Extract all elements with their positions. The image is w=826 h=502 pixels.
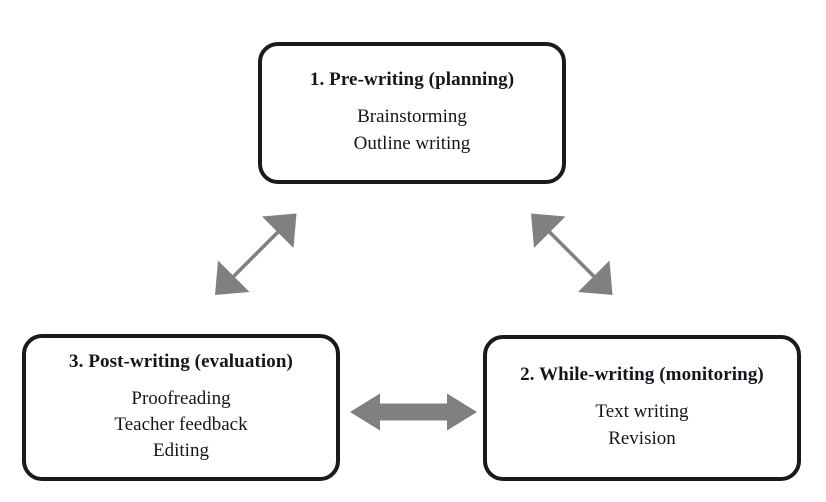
node-detail-item: Proofreading [131,387,231,409]
node-detail-item: Outline writing [353,132,471,154]
double-arrow-horizontal [350,393,477,431]
node-while-writing[interactable]: 2. While-writing (monitoring) Text writi… [483,335,801,481]
node-detail-list: Text writing Revision [595,399,688,451]
node-detail-item: Revision [608,427,676,449]
node-detail-item: Brainstorming [357,106,467,128]
node-title: 1. Pre-writing (planning) [309,69,515,91]
node-detail-item: Teacher feedback [114,413,248,435]
double-arrow-diagonal-left [215,213,297,295]
node-title: 3. Post-writing (evaluation) [69,350,293,372]
node-detail-list: Brainstorming Outline writing [354,104,471,156]
node-detail-item: Text writing [595,401,689,423]
node-post-writing[interactable]: 3. Post-writing (evaluation) Proofreadin… [22,334,340,481]
double-arrow-diagonal-right [531,213,613,295]
node-detail-item: Editing [153,440,209,462]
node-pre-writing[interactable]: 1. Pre-writing (planning) Brainstorming … [258,42,566,184]
node-title: 2. While-writing (monitoring) [520,364,764,386]
node-detail-list: Proofreading Teacher feedback Editing [114,386,247,465]
